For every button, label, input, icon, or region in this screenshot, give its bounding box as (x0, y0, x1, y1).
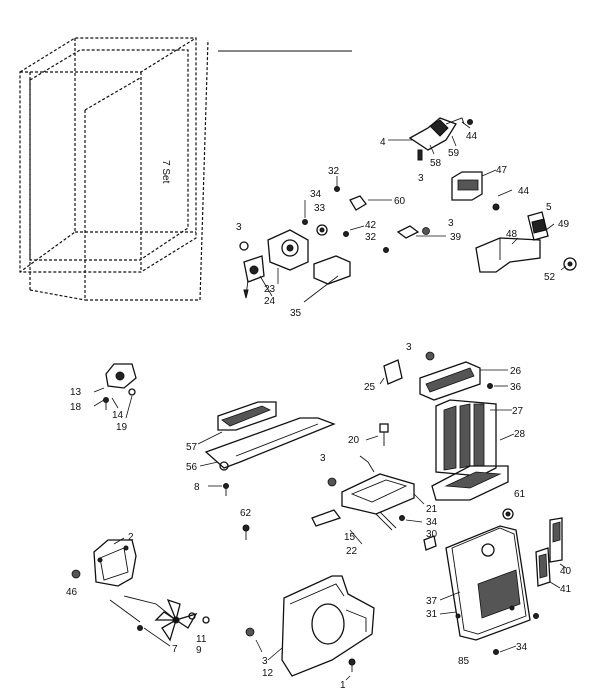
callout-3: 3 (418, 173, 424, 184)
condenser-fan-shroud (245, 575, 375, 681)
callout-85: 85 (458, 656, 470, 667)
callout-12: 12 (262, 668, 274, 679)
callout-27: 27 (512, 406, 524, 417)
callout-labels: 4 44 3 58 59 47 44 32 34 60 33 3 42 32 3… (66, 131, 572, 691)
drain-heater-assembly (311, 423, 425, 545)
callout-19: 19 (116, 422, 128, 433)
callout-40: 40 (560, 566, 572, 577)
callout-48: 48 (506, 229, 518, 240)
callout-11: 11 (196, 634, 207, 645)
callout-31: 31 (426, 609, 438, 620)
screw-62 (242, 524, 250, 540)
callout-46: 46 (66, 587, 78, 598)
callout-34: 34 (426, 517, 438, 528)
callout-44: 44 (518, 186, 530, 197)
bracket-clips (383, 225, 446, 253)
callout-24: 24 (264, 296, 276, 307)
handwritten-note: 7 Set (160, 160, 171, 184)
condenser-fan-motor (71, 537, 137, 587)
thermostat-assembly (93, 363, 137, 419)
callout-22: 22 (346, 546, 358, 557)
callout-62: 62 (240, 508, 252, 519)
condenser-fan-blade (109, 595, 210, 647)
callout-3: 3 (448, 218, 454, 229)
callout-57: 57 (186, 442, 198, 453)
callout-39: 39 (450, 232, 462, 243)
callout-3: 3 (406, 342, 412, 353)
callout-21: 21 (426, 504, 438, 515)
damper-bracket (475, 211, 577, 273)
callout-47: 47 (496, 165, 508, 176)
callout-25: 25 (364, 382, 376, 393)
side-brackets (535, 517, 567, 589)
evaporator-support-bracket (197, 401, 336, 496)
callout-15: 15 (344, 532, 356, 543)
callout-52: 52 (544, 272, 556, 283)
callout-14: 14 (112, 410, 124, 421)
callout-36: 36 (510, 382, 522, 393)
cabinet-liner (19, 37, 209, 301)
callout-8: 8 (194, 482, 200, 493)
damper-control-assembly (388, 117, 473, 161)
callout-49: 49 (558, 219, 570, 230)
heater-assembly (451, 169, 513, 211)
callout-56: 56 (186, 462, 198, 473)
callout-60: 60 (394, 196, 406, 207)
callout-3: 3 (236, 222, 242, 233)
callout-41: 41 (560, 584, 572, 595)
callout-7: 7 (172, 644, 178, 655)
callout-37: 37 (426, 596, 438, 607)
callout-30: 30 (426, 529, 438, 540)
callout-3: 3 (262, 656, 268, 667)
callout-9: 9 (196, 645, 202, 656)
callout-13: 13 (70, 387, 82, 398)
callout-58: 58 (430, 158, 442, 169)
drain-trough (431, 433, 515, 501)
evaporator-cover-top (379, 351, 508, 401)
evaporator-rear-panel (439, 525, 539, 655)
callout-42: 42 (365, 220, 377, 231)
fan-housing-screws (302, 176, 392, 237)
callout-34: 34 (310, 189, 322, 200)
evaporator-fan-motor (239, 229, 351, 303)
callout-5: 5 (546, 202, 552, 213)
callout-1: 1 (340, 680, 346, 691)
callout-32: 32 (328, 166, 340, 177)
callout-20: 20 (348, 435, 360, 446)
callout-3: 3 (320, 453, 326, 464)
callout-28: 28 (514, 429, 526, 440)
callout-18: 18 (70, 402, 82, 413)
callout-34: 34 (516, 642, 528, 653)
callout-59: 59 (448, 148, 460, 159)
callout-32: 32 (365, 232, 377, 243)
callout-2: 2 (128, 532, 134, 543)
callout-26: 26 (510, 366, 522, 377)
callout-35: 35 (290, 308, 302, 319)
callout-23: 23 (264, 284, 276, 295)
callout-33: 33 (314, 203, 326, 214)
callout-4: 4 (380, 137, 386, 148)
callout-61: 61 (514, 489, 526, 500)
evaporator-coil (435, 399, 512, 477)
small-fasteners-right (423, 508, 514, 551)
callout-44: 44 (466, 131, 478, 142)
